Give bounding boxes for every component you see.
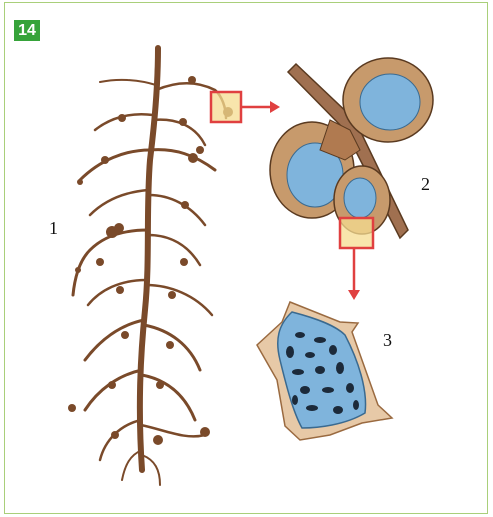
arrow-to-cell [348,248,360,300]
nodule-cross-section [270,58,433,238]
root-system [73,48,226,485]
cell-highlight-box [340,218,373,248]
label-root: 1 [49,218,58,239]
root-nodule-highlight-box [211,92,241,122]
arrow-to-section [241,101,280,113]
label-nodule-section: 2 [421,174,430,195]
label-cell: 3 [383,330,392,351]
infected-cell [257,302,392,440]
